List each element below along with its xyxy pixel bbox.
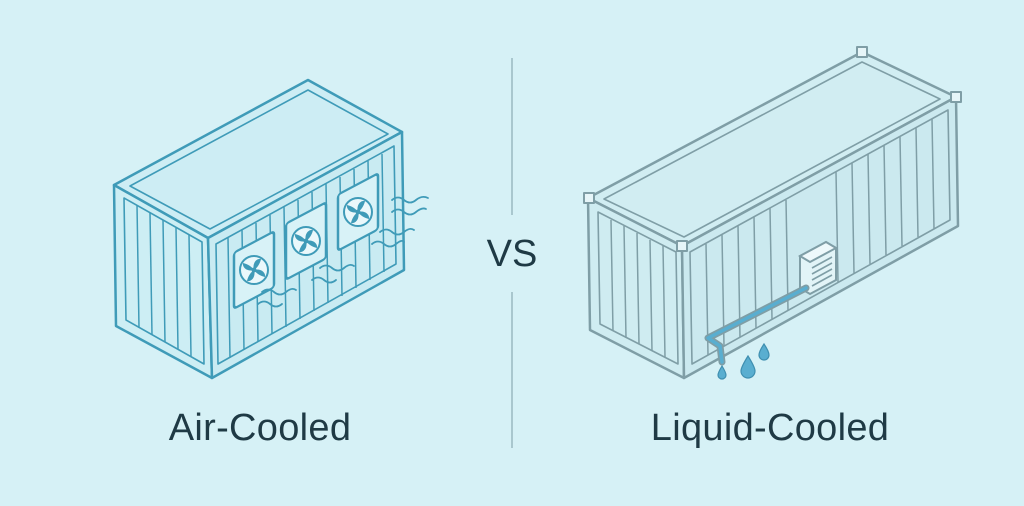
vs-label: VS [486, 233, 538, 275]
liquid-end-corrugation [610, 219, 666, 358]
air-cooled-label: Air-Cooled [168, 407, 352, 449]
air-flow-icon [257, 195, 429, 308]
liquid-side-corrugation [705, 118, 935, 356]
fan-icon [232, 231, 276, 309]
liquid-cooled-container [583, 46, 962, 380]
coolant-pipe [704, 284, 810, 366]
air-end-corrugation [136, 204, 192, 357]
fan-icon [284, 202, 328, 280]
liquid-cooled-label: Liquid-Cooled [650, 407, 890, 449]
water-drop-icon [717, 342, 770, 380]
fan-icon [336, 173, 380, 251]
liquid-container-side [680, 95, 960, 380]
